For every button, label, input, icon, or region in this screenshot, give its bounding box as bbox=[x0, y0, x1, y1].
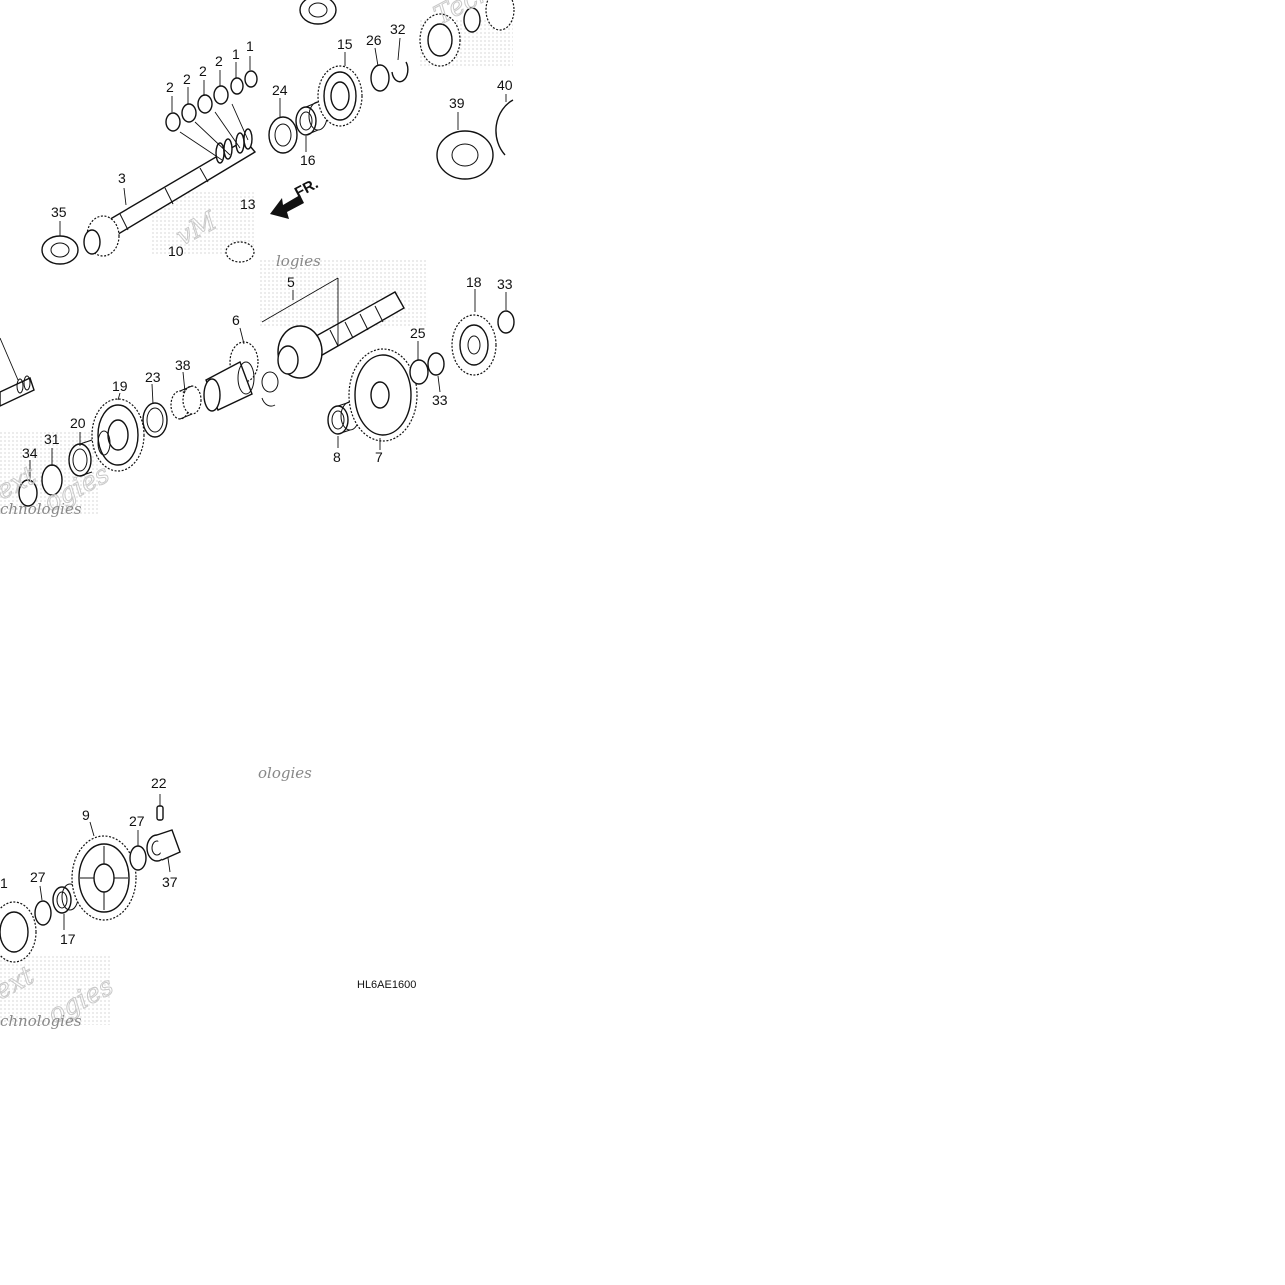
callout-35: 35 bbox=[51, 204, 67, 220]
callout-1b: 1 bbox=[246, 38, 254, 54]
callout-17: 17 bbox=[60, 931, 76, 947]
callout-33a: 33 bbox=[432, 392, 448, 408]
callout-23: 23 bbox=[145, 369, 161, 385]
callout-31: 31 bbox=[44, 431, 60, 447]
bearing-35 bbox=[41, 235, 79, 265]
tile-top-right: 24 16 15 26 32 39 40 FR. Tech bbox=[268, 0, 515, 219]
callout-22: 22 bbox=[151, 775, 167, 791]
callout-19: 19 bbox=[112, 378, 128, 394]
circlip-32 bbox=[391, 61, 409, 83]
gear-6 bbox=[203, 341, 259, 412]
callout-37: 37 bbox=[162, 874, 178, 890]
tile-middle-left: 6 38 23 19 20 31 34 ext ogies chnologies bbox=[0, 312, 259, 519]
gear-9 bbox=[71, 835, 137, 921]
callout-1a: 1 bbox=[232, 46, 240, 62]
callout-2b: 2 bbox=[183, 71, 191, 87]
watermark-dots bbox=[0, 955, 110, 1025]
callout-5: 5 bbox=[287, 274, 295, 290]
washer-25 bbox=[409, 359, 429, 385]
top-bearing bbox=[299, 0, 337, 25]
washer-26 bbox=[370, 64, 390, 92]
callout-9: 9 bbox=[82, 807, 90, 823]
collar-37 bbox=[146, 829, 181, 862]
gear-15 bbox=[317, 65, 363, 127]
callout-18: 18 bbox=[466, 274, 482, 290]
callout-8: 8 bbox=[333, 449, 341, 465]
bushing-20 bbox=[68, 439, 93, 477]
shaft-partial-left bbox=[0, 337, 35, 407]
callout-32: 32 bbox=[390, 21, 406, 37]
gear-partial-left bbox=[0, 901, 37, 963]
tile-middle-right: logies bbox=[258, 252, 515, 465]
gear-19 bbox=[91, 398, 145, 472]
watermark-fragment: logies bbox=[276, 252, 321, 270]
needle-bearing-17 bbox=[52, 883, 79, 914]
shift-gear-top bbox=[419, 0, 515, 67]
callout-25: 25 bbox=[410, 325, 426, 341]
callout-34: 34 bbox=[22, 445, 38, 461]
front-direction-arrow: FR. bbox=[270, 175, 321, 219]
circlip-34 bbox=[18, 479, 38, 507]
callout-40: 40 bbox=[497, 77, 513, 93]
o-rings-row bbox=[165, 70, 258, 132]
gear-7 bbox=[348, 348, 418, 442]
callout-7: 7 bbox=[375, 449, 383, 465]
callout-3: 3 bbox=[118, 170, 126, 186]
washer-27a bbox=[34, 900, 52, 926]
watermark-dots bbox=[258, 258, 428, 328]
oil-seal-39 bbox=[436, 130, 494, 180]
callout-39: 39 bbox=[449, 95, 465, 111]
watermark-fragment: ologies bbox=[258, 764, 312, 782]
gear-13-partial bbox=[225, 241, 255, 263]
callout-20: 20 bbox=[70, 415, 86, 431]
callout-10: 10 bbox=[168, 243, 184, 259]
countershaft-5 bbox=[261, 291, 405, 407]
watermark-fragment: chnologies bbox=[0, 1012, 82, 1030]
watermark-fragment: chnologies bbox=[0, 500, 82, 518]
callout-26: 26 bbox=[366, 32, 382, 48]
needle-bearing-38 bbox=[170, 385, 202, 420]
mainshaft-3 bbox=[93, 128, 257, 243]
callout-13: 13 bbox=[240, 196, 256, 212]
callout-27a: 27 bbox=[30, 869, 46, 885]
callout-1c: 1 bbox=[0, 875, 8, 891]
gear-18 bbox=[451, 314, 497, 376]
callout-2a: 2 bbox=[166, 79, 174, 95]
washer-33a bbox=[427, 352, 445, 376]
pin-22 bbox=[156, 805, 164, 821]
callout-24: 24 bbox=[272, 82, 288, 98]
o-ring-40 bbox=[495, 99, 514, 156]
washer-27b bbox=[129, 845, 147, 871]
tile-bottom-left: ologies bbox=[0, 764, 416, 1031]
tile-top-left: 2 2 2 2 1 1 3 35 13 10 vM bbox=[41, 38, 258, 265]
callout-6: 6 bbox=[232, 312, 240, 328]
shaft-spline-gear bbox=[83, 215, 120, 257]
washer-24 bbox=[268, 116, 298, 154]
callout-15: 15 bbox=[337, 36, 353, 52]
washer-33b bbox=[497, 310, 515, 334]
callout-33b: 33 bbox=[497, 276, 513, 292]
callout-38: 38 bbox=[175, 357, 191, 373]
callout-27b: 27 bbox=[129, 813, 145, 829]
callout-2d: 2 bbox=[215, 53, 223, 69]
diagram-code: HL6AE1600 bbox=[357, 979, 416, 991]
callout-2c: 2 bbox=[199, 63, 207, 79]
callout-16: 16 bbox=[300, 152, 316, 168]
